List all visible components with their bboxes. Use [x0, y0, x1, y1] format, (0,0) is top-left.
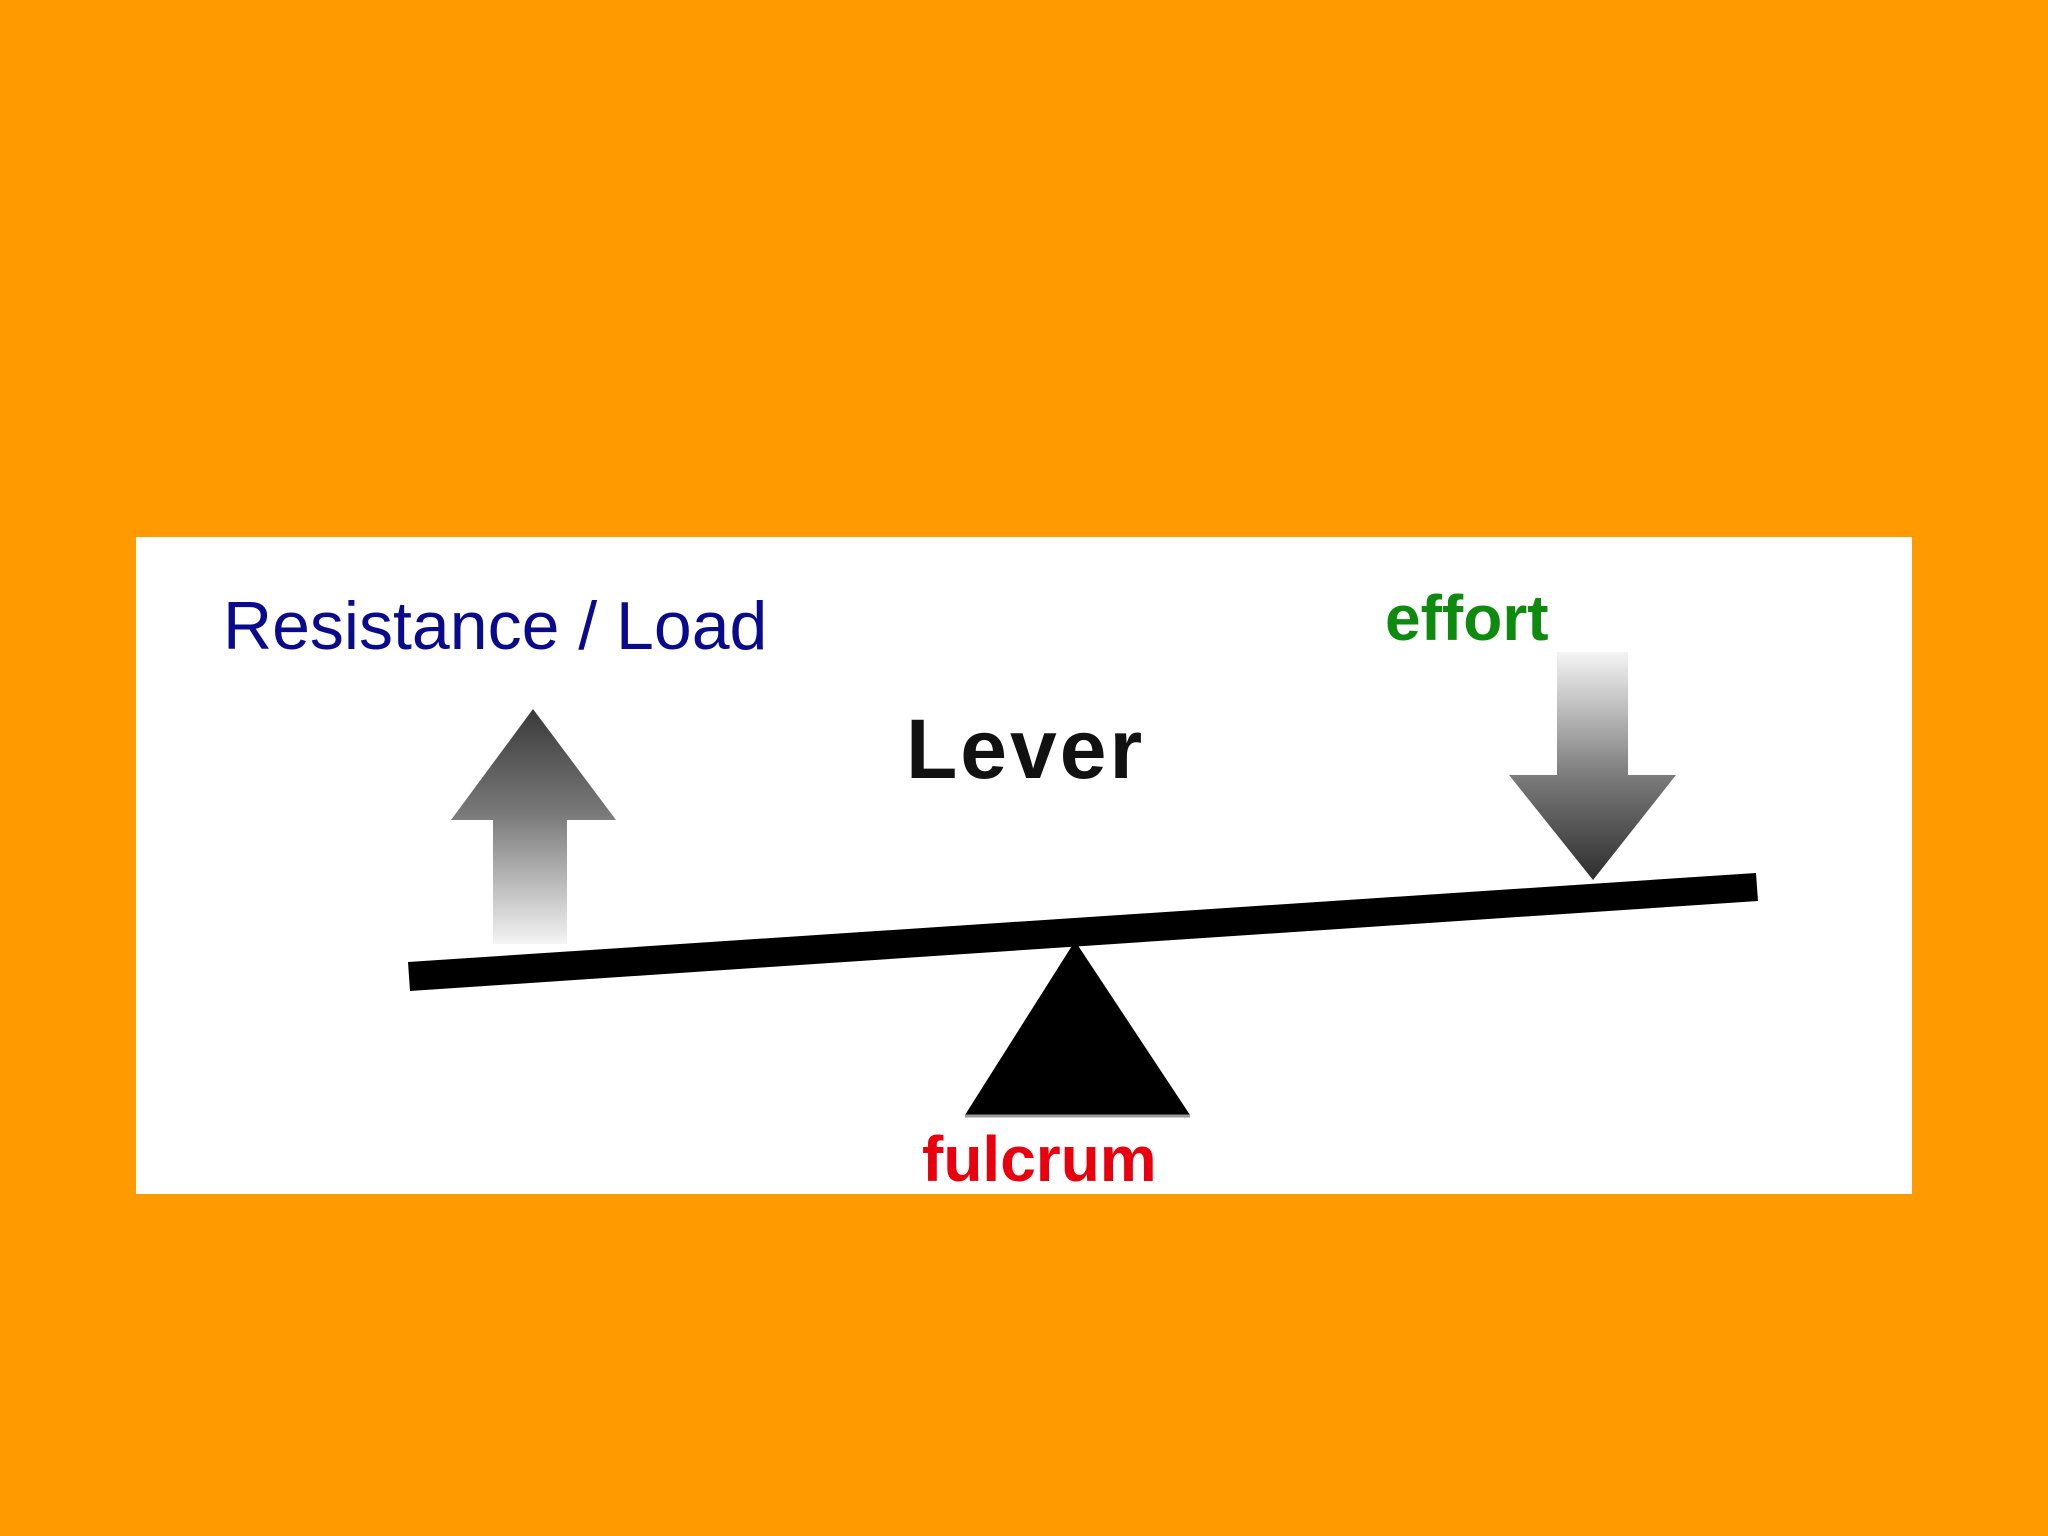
load-label: Resistance / Load — [223, 588, 768, 664]
arrow-up-icon — [451, 709, 616, 944]
lever-diagram — [408, 652, 1758, 1118]
diagram-panel: Resistance / Load effort Lever fulcrum — [136, 537, 1912, 1194]
effort-label: effort — [1385, 582, 1549, 654]
arrow-down-icon — [1509, 652, 1676, 880]
diagram-title: Lever — [906, 702, 1146, 796]
triangle-fulcrum-icon — [965, 941, 1190, 1115]
lever-beam — [408, 873, 1758, 991]
fulcrum-label: fulcrum — [922, 1123, 1157, 1195]
